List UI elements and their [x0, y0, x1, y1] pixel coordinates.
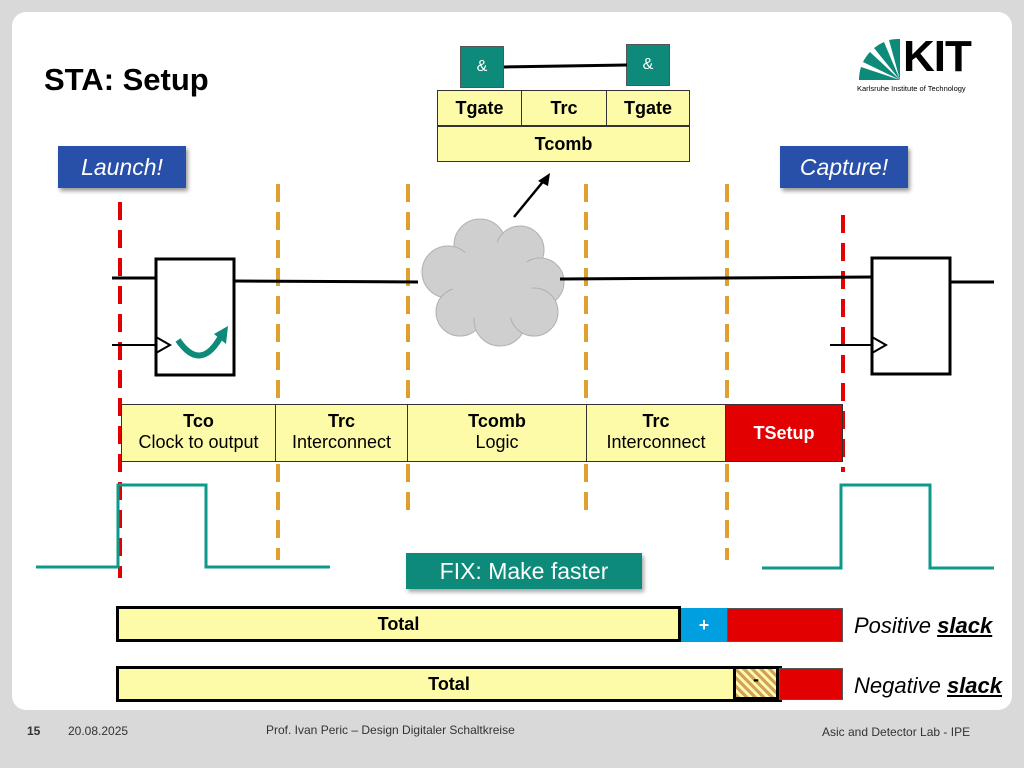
trc-detail-box: Trc	[521, 90, 607, 126]
footer-author: Prof. Ivan Peric – Design Digitaler Scha…	[266, 723, 515, 737]
negative-slack-label-plain: Negative	[854, 673, 947, 698]
segment-tsetup: TSetup	[725, 404, 843, 462]
positive-slack-label-bold: slack	[937, 613, 993, 638]
segment-tcomb-name: Tcomb	[468, 411, 526, 431]
segment-tcomb-desc: Logic	[475, 432, 519, 452]
page-title: STA: Setup	[44, 62, 209, 97]
segment-trc-1-name: Trc	[327, 411, 356, 431]
negative-slack-block: -	[733, 666, 779, 700]
fix-label: FIX: Make faster	[406, 553, 642, 589]
kit-logo: KIT Karlsruhe Institute of Technology	[855, 32, 985, 96]
segment-trc-2-name: Trc	[642, 411, 670, 431]
and-gate-left: &	[460, 46, 504, 88]
negative-slack-label-bold: slack	[946, 673, 1003, 698]
negative-setup-block	[779, 668, 843, 700]
segment-trc-2: Trc Interconnect	[586, 404, 726, 462]
positive-slack-label-plain: Positive	[854, 613, 938, 638]
segment-tco: Tco Clock to output	[121, 404, 276, 462]
capture-callout: Capture!	[780, 146, 908, 188]
segment-trc-2-desc: Interconnect	[606, 432, 706, 452]
tgate-right-box: Tgate	[606, 90, 690, 126]
positive-slack-block: +	[681, 608, 727, 642]
kit-logo-subtitle: Karlsruhe Institute of Technology	[857, 84, 966, 93]
footer-lab: Asic and Detector Lab - IPE	[822, 725, 971, 739]
tcomb-detail-box: Tcomb	[437, 126, 690, 162]
segment-tco-name: Tco	[183, 411, 214, 431]
page-number: 15	[27, 724, 41, 738]
segment-tco-desc: Clock to output	[138, 432, 259, 452]
segment-tcomb: Tcomb Logic	[407, 404, 587, 462]
negative-total-bar: Total	[116, 666, 782, 702]
segment-trc-1-desc: Interconnect	[291, 432, 392, 452]
tgate-left-box: Tgate	[437, 90, 522, 126]
kit-logo-mark	[858, 38, 900, 80]
launch-callout: Launch!	[58, 146, 186, 188]
kit-logo-text: KIT	[903, 32, 972, 81]
positive-setup-block	[727, 608, 843, 642]
positive-total-bar: Total	[116, 606, 681, 642]
positive-slack-label: Positive slack	[854, 613, 992, 639]
segment-trc-1: Trc Interconnect	[275, 404, 408, 462]
footer-date: 20.08.2025	[68, 724, 129, 738]
negative-slack-label: Negative slack	[854, 673, 1002, 699]
